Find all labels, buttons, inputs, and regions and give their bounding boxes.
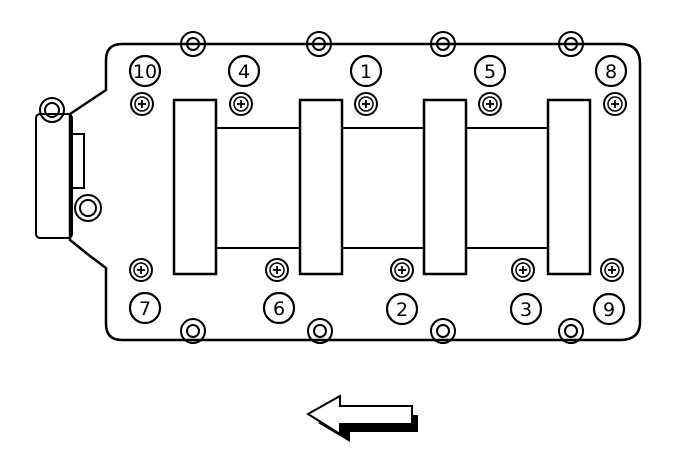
bolt-head-3	[511, 258, 535, 282]
sequence-number: 3	[520, 299, 532, 321]
direction-arrow	[306, 394, 418, 442]
sequence-label-9: 9	[592, 292, 626, 326]
sequence-number: 9	[603, 299, 615, 321]
sequence-number: 2	[396, 299, 408, 321]
connecting-frame	[216, 127, 548, 249]
sequence-circle	[227, 54, 261, 88]
sequence-label-2: 2	[385, 292, 419, 326]
sequence-number: 4	[238, 61, 250, 83]
sequence-label-4: 4	[227, 54, 261, 88]
bolt-head-2	[390, 258, 414, 282]
sequence-label-8: 8	[594, 54, 628, 88]
bolt-head-1	[354, 92, 378, 116]
sequence-label-3: 3	[509, 292, 543, 326]
sequence-circle	[262, 291, 296, 325]
bolt-head-4	[229, 92, 253, 116]
sequence-circle	[385, 292, 419, 326]
bolt-heads	[129, 92, 627, 282]
bearing-caps	[172, 98, 592, 276]
sequence-number: 6	[273, 298, 285, 320]
sequence-number: 7	[139, 298, 151, 320]
bolt-head-8	[603, 92, 627, 116]
sequence-label-7: 7	[128, 291, 162, 325]
main-plate-outline	[68, 42, 642, 342]
sequence-labels: 1 2 3 4 5 6 7 8 9 10	[128, 54, 628, 326]
sequence-circle	[128, 54, 162, 88]
sequence-circle	[592, 292, 626, 326]
sequence-number: 8	[605, 61, 617, 83]
sequence-label-6: 6	[262, 291, 296, 325]
sequence-circle	[594, 54, 628, 88]
bolt-head-9	[600, 258, 624, 282]
sequence-circle	[473, 54, 507, 88]
left-mounting-hole	[74, 194, 102, 222]
sequence-label-5: 5	[473, 54, 507, 88]
sequence-circle	[128, 291, 162, 325]
sequence-label-10: 10	[128, 54, 162, 88]
bolt-head-7	[129, 258, 153, 282]
sequence-label-1: 1	[349, 54, 383, 88]
left-bracket	[35, 97, 85, 239]
sequence-number: 10	[133, 61, 157, 83]
bolt-head-6	[265, 258, 289, 282]
top-mounting-ears	[180, 31, 584, 57]
sequence-number: 1	[360, 61, 372, 83]
bolt-head-5	[478, 92, 502, 116]
bottom-mounting-ears	[180, 318, 584, 344]
sequence-circle	[349, 54, 383, 88]
sequence-number: 5	[484, 61, 496, 83]
bolt-head-10	[130, 92, 154, 116]
sequence-circle	[509, 292, 543, 326]
